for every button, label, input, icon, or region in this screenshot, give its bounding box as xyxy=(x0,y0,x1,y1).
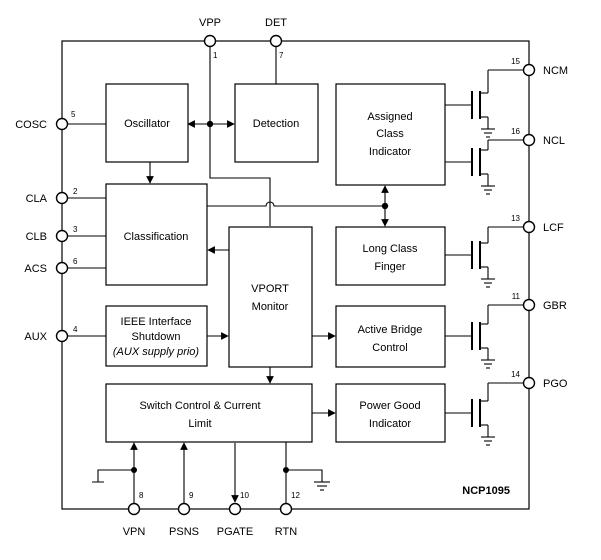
junction-vpn xyxy=(131,467,137,473)
pin-cla-name: CLA xyxy=(26,193,48,205)
pin-psns-name: PSNS xyxy=(169,526,199,538)
pin-acs-name: ACS xyxy=(24,263,47,275)
pin-aux: AUX 4 xyxy=(24,325,78,343)
power-good-label-2: Indicator xyxy=(369,418,412,430)
pin-cla: CLA 2 xyxy=(26,187,78,205)
pin-ncm: NCM 15 xyxy=(511,57,568,77)
pin-det-number: 7 xyxy=(279,51,284,60)
power-good-label-1: Power Good xyxy=(359,400,420,412)
output-transistors xyxy=(445,69,523,446)
pin-det-name: DET xyxy=(265,17,287,29)
pin-gbr-name: GBR xyxy=(543,300,567,312)
detection-label: Detection xyxy=(253,118,299,130)
pin-ncm-number: 15 xyxy=(511,57,520,66)
classification-label: Classification xyxy=(124,231,189,243)
pin-clb-number: 3 xyxy=(73,225,78,234)
pin-gbr: GBR 11 xyxy=(512,292,567,312)
pin-psns-number: 9 xyxy=(189,491,194,500)
pin-ncm-name: NCM xyxy=(543,65,568,77)
pin-rtn-number: 12 xyxy=(291,491,300,500)
pin-cosc-name: COSC xyxy=(15,119,47,131)
switch-control-label-1: Switch Control & Current xyxy=(139,400,260,412)
ieee-label-1: IEEE Interface xyxy=(121,316,192,328)
pin-vpn-name: VPN xyxy=(123,526,146,538)
rtn-ground-icon xyxy=(314,481,330,491)
pin-pgate-name: PGATE xyxy=(217,526,253,538)
vpn-ground xyxy=(92,469,134,483)
assigned-class-label-1: Assigned xyxy=(367,111,412,123)
active-bridge-label-1: Active Bridge xyxy=(358,324,423,336)
pin-gbr-number: 11 xyxy=(512,292,521,301)
active-bridge-block: Active Bridge Control xyxy=(335,305,446,368)
active-bridge-label-2: Control xyxy=(372,342,407,354)
class-bus xyxy=(207,201,385,207)
pin-cla-number: 2 xyxy=(73,187,78,196)
pin-aux-number: 4 xyxy=(73,325,78,334)
assigned-class-block: Assigned Class Indicator xyxy=(335,83,446,186)
assigned-class-label-2: Class xyxy=(376,128,404,140)
chip-name: NCP1095 xyxy=(462,485,510,497)
pin-acs-number: 6 xyxy=(73,257,78,266)
pin-pgate: PGATE 10 xyxy=(217,491,253,538)
pin-ncl: NCL 16 xyxy=(511,127,565,147)
pin-pgate-number: 10 xyxy=(240,491,249,500)
pin-rtn-name: RTN xyxy=(275,526,297,538)
pin-rtn: RTN 12 xyxy=(275,491,301,538)
pin-lcf-number: 13 xyxy=(511,214,520,223)
pin-ncl-name: NCL xyxy=(543,135,565,147)
pin-pgo-name: PGO xyxy=(543,378,568,390)
switch-control-block: Switch Control & Current Limit xyxy=(105,383,313,443)
long-class-finger-block: Long Class Finger xyxy=(335,226,446,286)
detection-block: Detection xyxy=(234,83,319,163)
pin-det: DET 7 xyxy=(265,17,287,60)
pin-pgo-number: 14 xyxy=(511,370,520,379)
pin-lcf: LCF 13 xyxy=(511,214,564,234)
vport-label-2: Monitor xyxy=(252,301,289,313)
junction-class-bus xyxy=(381,202,389,210)
pin-vpn: VPN 8 xyxy=(123,491,146,538)
pin-lcf-name: LCF xyxy=(543,222,564,234)
long-class-label-1: Long Class xyxy=(362,243,418,255)
junction-rtn xyxy=(283,467,289,473)
vport-monitor-block: VPORT Monitor xyxy=(228,226,313,368)
pin-vpp-name: VPP xyxy=(199,17,221,29)
transistor-pgo xyxy=(445,382,523,446)
pin-clb: CLB 3 xyxy=(26,225,78,243)
vport-label-1: VPORT xyxy=(251,283,289,295)
chip-outline xyxy=(61,40,530,510)
classification-block: Classification xyxy=(105,183,208,286)
oscillator-label: Oscillator xyxy=(124,118,170,130)
pin-vpn-number: 8 xyxy=(139,491,144,500)
pin-acs: ACS 6 xyxy=(24,257,78,275)
pin-ncl-number: 16 xyxy=(511,127,520,136)
pin-vpp: VPP 1 xyxy=(199,17,221,60)
pin-psns: PSNS 9 xyxy=(169,491,199,538)
pin-cosc-number: 5 xyxy=(71,110,76,119)
pin-clb-name: CLB xyxy=(26,231,47,243)
transistor-ncm xyxy=(445,69,523,138)
transistor-ncl xyxy=(445,139,523,195)
assigned-class-label-3: Indicator xyxy=(369,146,412,158)
junction-vpp-osc xyxy=(206,120,214,128)
pin-aux-name: AUX xyxy=(24,331,47,343)
transistor-lcf xyxy=(445,226,523,288)
transistor-gbr xyxy=(445,304,523,369)
power-good-block: Power Good Indicator xyxy=(335,383,446,443)
switch-control-label-2: Limit xyxy=(188,418,211,430)
ieee-interface-block: IEEE Interface Shutdown (AUX supply prio… xyxy=(105,305,208,367)
pin-cosc: COSC 5 xyxy=(15,110,76,131)
oscillator-block: Oscillator xyxy=(105,83,189,163)
long-class-label-2: Finger xyxy=(374,261,406,273)
pin-vpp-number: 1 xyxy=(213,51,218,60)
pin-pgo: PGO 14 xyxy=(511,370,568,390)
ieee-label-3: (AUX supply prio) xyxy=(113,346,200,358)
rtn-ground-line xyxy=(286,469,323,482)
ieee-label-2: Shutdown xyxy=(132,331,181,343)
